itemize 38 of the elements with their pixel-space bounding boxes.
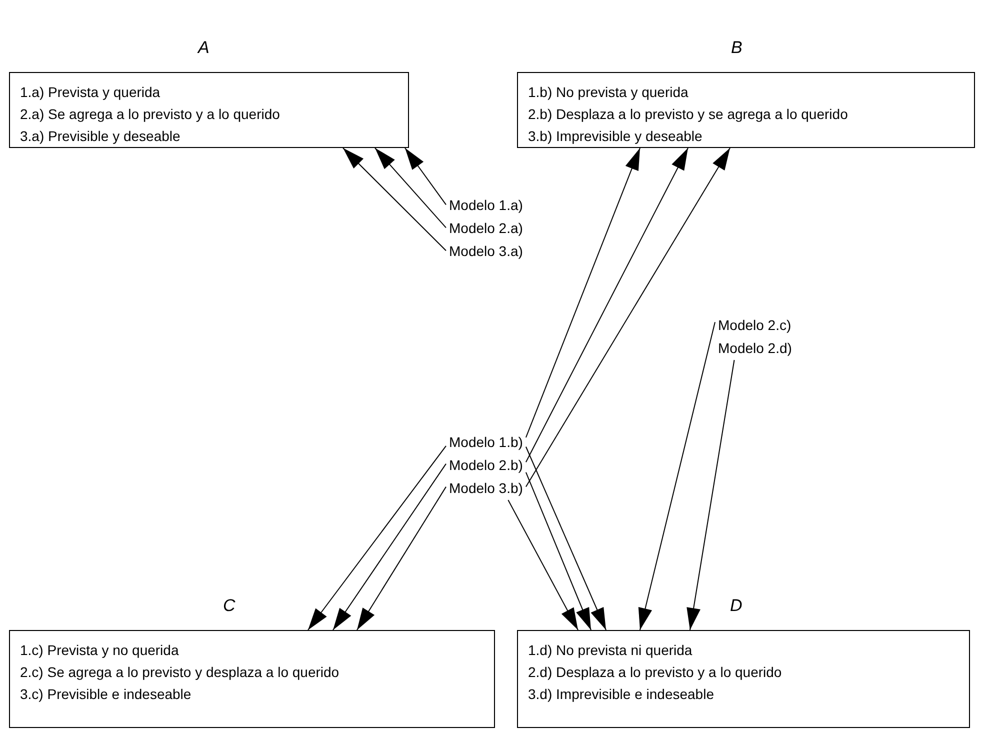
- arrow: [638, 322, 716, 630]
- model-label: Modelo 1.b): [449, 434, 523, 451]
- model-label: Modelo 2.a): [449, 220, 523, 237]
- arrow: [332, 463, 446, 630]
- list-item: 2.a) Se agrega a lo previsto y a lo querido: [20, 105, 281, 124]
- arrow: [525, 472, 592, 630]
- arrow: [686, 360, 735, 630]
- list-item: 3.d) Imprevisible e indeseable: [528, 685, 715, 704]
- arrow: [508, 500, 578, 630]
- arrow: [525, 446, 606, 630]
- arrow: [356, 486, 446, 630]
- list-item: 2.c) Se agrega a lo previsto y desplaza a lo querido: [20, 663, 340, 682]
- arrow: [525, 148, 640, 438]
- quadrant-letter: A: [198, 38, 210, 58]
- list-item: 1.b) No prevista y querida: [528, 83, 690, 102]
- list-item: 1.c) Prevista y no querida: [20, 641, 180, 660]
- list-item: 2.b) Desplaza a lo previsto y se agrega a lo querido: [528, 105, 849, 124]
- list-item: 1.d) No prevista ni querida: [528, 641, 694, 660]
- arrow: [404, 148, 446, 206]
- list-item: 3.c) Previsible e indeseable: [20, 685, 192, 704]
- quadrant-letter: C: [223, 596, 236, 616]
- list-item: 3.b) Imprevisible y deseable: [528, 127, 704, 146]
- arrow: [342, 148, 446, 252]
- quadrant-letter: D: [730, 596, 742, 616]
- quadrant-letter: B: [731, 38, 742, 58]
- model-label: Modelo 2.b): [449, 457, 523, 474]
- model-label: Modelo 1.a): [449, 197, 523, 214]
- list-item: 1.a) Prevista y querida: [20, 83, 162, 102]
- arrow: [525, 148, 730, 488]
- model-label: Modelo 2.d): [718, 340, 792, 357]
- list-item: 3.a) Previsible y deseable: [20, 127, 182, 146]
- arrow: [374, 148, 446, 228]
- arrow: [308, 445, 446, 630]
- arrow: [525, 148, 688, 463]
- model-label: Modelo 3.a): [449, 243, 523, 260]
- list-item: 2.d) Desplaza a lo previsto y a lo querido: [528, 663, 783, 682]
- model-label: Modelo 2.c): [718, 317, 792, 334]
- model-label: Modelo 3.b): [449, 480, 523, 497]
